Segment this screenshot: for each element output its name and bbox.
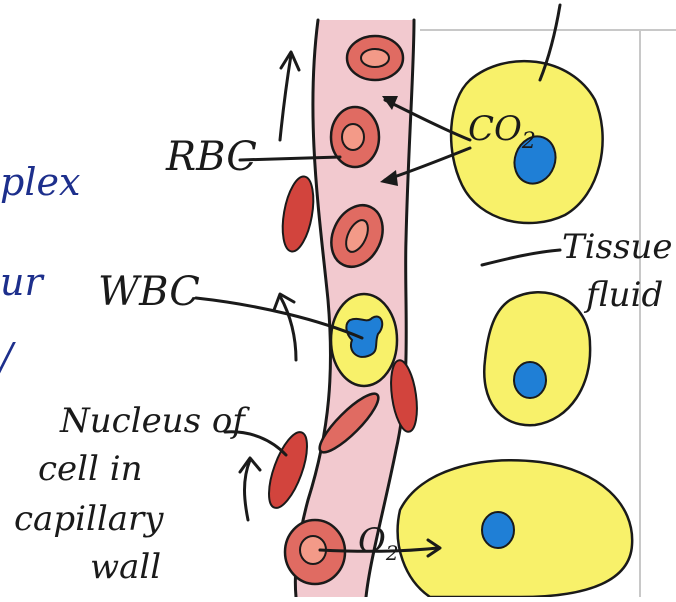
rbc-label: RBC xyxy=(165,134,257,180)
wbc xyxy=(331,294,397,386)
tissue-fluid-label-line2: fluid xyxy=(583,275,663,315)
up-arrow-icon xyxy=(280,52,299,140)
nucleus-label-line2: cell in xyxy=(38,449,143,489)
margin-fragment-1: plex xyxy=(0,160,80,204)
margin-fragment-3: / xyxy=(0,335,16,379)
wall-nucleus-1 xyxy=(278,174,319,254)
tissue-cell-2-nucleus xyxy=(514,362,546,398)
margin-fragment-2: ur xyxy=(0,260,45,304)
tissue-cell-3 xyxy=(398,460,633,597)
tissue-fluid-label-line1: Tissue xyxy=(562,227,672,267)
wbc-label: WBC xyxy=(98,269,200,315)
tissue-cell-3-nucleus xyxy=(482,512,514,548)
tissue-cell-2 xyxy=(484,292,590,425)
nucleus-label-line3: capillary xyxy=(14,499,164,539)
curved-arrow-icon-2 xyxy=(240,458,260,520)
nucleus-label-line1: Nucleus of xyxy=(59,401,250,441)
o2-label: O2 xyxy=(358,521,399,565)
nucleus-label-line4: wall xyxy=(90,547,161,587)
rbc-1 xyxy=(347,36,403,80)
curved-arrow-icon xyxy=(274,294,296,360)
tissue-fluid-leader-line xyxy=(482,250,560,265)
